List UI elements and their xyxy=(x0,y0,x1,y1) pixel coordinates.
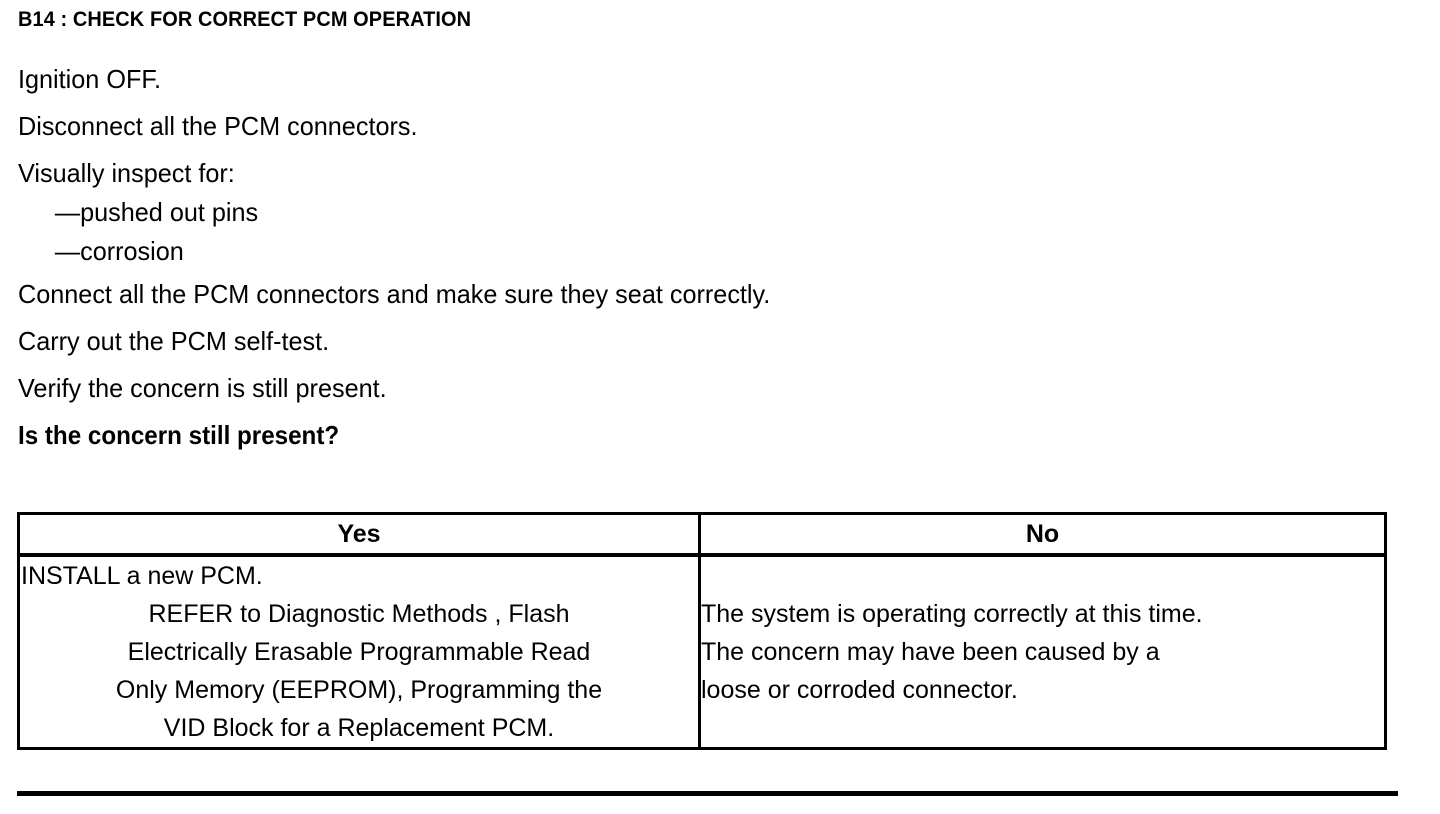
instruction-bullet-corrosion: —corrosion xyxy=(54,236,184,266)
decision-table: Yes No INSTALL a new PCM. REFER to Diagn… xyxy=(17,512,1387,750)
yes-line-only-memory-eeprom: Only Memory (EEPROM), Programming the xyxy=(115,676,603,704)
instruction-bullet-pushed-out-pins: —pushed out pins xyxy=(54,197,259,227)
yes-line-vid-block: VID Block for a Replacement PCM. xyxy=(163,714,555,742)
instruction-line-connect-connectors: Connect all the PCM connectors and make … xyxy=(18,279,771,309)
cell-no-action: The system is operating correctly at thi… xyxy=(698,553,1387,750)
no-line-concern-may-have-been-caused: The concern may have been caused by a xyxy=(701,638,1160,666)
decision-question: Is the concern still present? xyxy=(18,420,340,450)
cell-yes-action: INSTALL a new PCM. REFER to Diagnostic M… xyxy=(17,553,701,750)
no-line-system-operating-correctly: The system is operating correctly at thi… xyxy=(701,600,1203,628)
instruction-line-pcm-self-test: Carry out the PCM self-test. xyxy=(18,326,330,356)
no-line-loose-or-corroded-connector: loose or corroded connector. xyxy=(701,676,1018,704)
instruction-line-ignition-off: Ignition OFF. xyxy=(18,64,161,94)
table-header-row: Yes No xyxy=(17,512,1387,557)
footer-divider xyxy=(17,791,1398,796)
yes-line-electrically-erasable: Electrically Erasable Programmable Read xyxy=(127,638,591,666)
table-row: INSTALL a new PCM. REFER to Diagnostic M… xyxy=(17,553,1387,750)
yes-line-refer-diagnostic-methods: REFER to Diagnostic Methods , Flash xyxy=(148,600,570,628)
yes-line-install-new-pcm: INSTALL a new PCM. xyxy=(21,562,263,590)
column-header-yes: Yes xyxy=(17,512,701,557)
instruction-line-verify-concern: Verify the concern is still present. xyxy=(18,373,387,403)
instruction-list: Ignition OFF. Disconnect all the PCM con… xyxy=(18,56,1398,459)
column-header-no: No xyxy=(698,512,1387,557)
instruction-line-disconnect-connectors: Disconnect all the PCM connectors. xyxy=(18,111,418,141)
page-title: B14 : CHECK FOR CORRECT PCM OPERATION xyxy=(18,8,472,31)
instruction-line-visually-inspect: Visually inspect for: xyxy=(18,158,235,188)
